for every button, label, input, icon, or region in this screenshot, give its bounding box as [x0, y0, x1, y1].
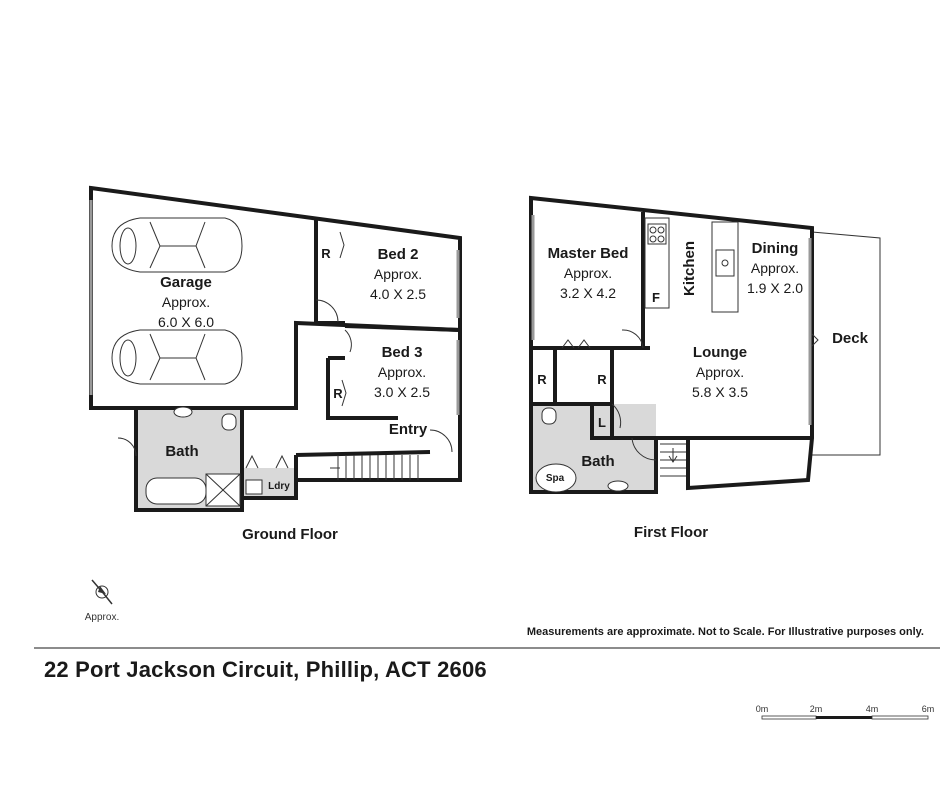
car-icon [111, 217, 243, 273]
bed2-door [315, 299, 339, 323]
scale-tick-2: 2m [810, 704, 823, 714]
lounge-label: Lounge [693, 344, 747, 361]
fridge-label: F [652, 290, 660, 305]
deck-label: Deck [832, 330, 869, 347]
garage-approx: Approx. [162, 294, 210, 310]
first-stairs [660, 443, 686, 477]
bed3-label: Bed 3 [382, 344, 423, 361]
master-bed-label: Master Bed [548, 245, 629, 262]
first-floor: Master Bed Approx. 3.2 X 4.2 Kitchen F D… [529, 195, 881, 541]
laundry-door-left [245, 454, 259, 469]
linen-door [611, 403, 622, 429]
scale-tick-6: 6m [922, 704, 935, 714]
bed3-robe-door [341, 379, 347, 407]
lounge-approx: Approx. [696, 364, 744, 380]
dining-label: Dining [752, 240, 799, 257]
scale-bar: 0m 2m 4m 6m [756, 704, 935, 720]
scale-tick-0: 0m [756, 704, 769, 714]
dining-size: 1.9 X 2.0 [747, 280, 803, 296]
wardrobe-right-label: R [597, 372, 607, 387]
spa-icon [535, 463, 577, 493]
wardrobe-doors [561, 339, 591, 349]
cooktop-icon [647, 223, 667, 245]
bed3-size: 3.0 X 2.5 [374, 384, 430, 400]
sink-icon [715, 249, 735, 277]
master-door [621, 329, 644, 349]
property-address: 22 Port Jackson Circuit, Phillip, ACT 26… [44, 657, 487, 682]
ground-bath-label: Bath [165, 443, 198, 460]
bed3-approx: Approx. [378, 364, 426, 380]
car-icon [111, 329, 243, 385]
lounge-size: 5.8 X 3.5 [692, 384, 748, 400]
bed3-door [344, 329, 352, 353]
laundry-label: Ldry [268, 481, 290, 492]
bath-door [117, 437, 137, 457]
entry-label: Entry [389, 421, 428, 438]
deck-door [811, 333, 819, 347]
ground-floor-title: Ground Floor [242, 526, 338, 543]
deck-outline [811, 231, 881, 456]
basin-icon [173, 406, 193, 418]
first-bath-door [631, 437, 657, 461]
dining-approx: Approx. [751, 260, 799, 276]
bathtub-icon [145, 477, 207, 505]
master-bed-approx: Approx. [564, 265, 612, 281]
entry-door [429, 429, 453, 453]
bed2-label: Bed 2 [378, 246, 419, 263]
garage-label: Garage [160, 274, 212, 291]
toilet-icon [221, 413, 237, 431]
ground-stairs [330, 455, 419, 480]
basin-icon [607, 480, 629, 492]
bed3-robe-label: R [333, 386, 343, 401]
garage-size: 6.0 X 6.0 [158, 314, 214, 330]
linen-label: L [598, 415, 606, 430]
compass-label: Approx. [85, 612, 119, 623]
first-outer-walls [529, 195, 814, 494]
compass-icon [91, 579, 113, 605]
toilet-icon [541, 407, 557, 425]
laundry-tub-icon [245, 479, 263, 495]
first-floor-title: First Floor [634, 524, 708, 541]
master-bed-size: 3.2 X 4.2 [560, 285, 616, 301]
laundry-door-right [275, 454, 289, 469]
spa-label: Spa [546, 473, 565, 484]
kitchen-label: Kitchen [681, 241, 698, 296]
bed2-approx: Approx. [374, 266, 422, 282]
first-bath-label: Bath [581, 453, 614, 470]
bed2-robe-door [339, 231, 345, 259]
disclaimer: Measurements are approximate. Not to Sca… [526, 626, 924, 638]
wardrobe-left-label: R [537, 372, 547, 387]
bed2-size: 4.0 X 2.5 [370, 286, 426, 302]
scale-tick-4: 4m [866, 704, 879, 714]
ground-floor: Garage Approx. 6.0 X 6.0 Bed 2 Approx. 4… [89, 185, 462, 543]
bed2-robe-label: R [321, 246, 331, 261]
